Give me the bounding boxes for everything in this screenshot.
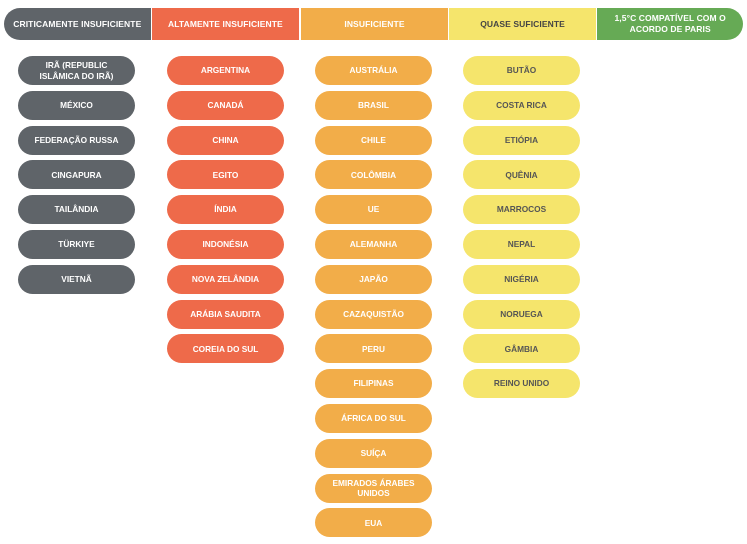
country-pill: EMIRADOS ÁRABES UNIDOS	[315, 473, 432, 503]
country-pill: MÉXICO	[18, 90, 135, 120]
rating-board: CRITICAMENTE INSUFICIENTE ALTAMENTE INSU…	[4, 8, 743, 538]
country-pill: QUÊNIA	[463, 160, 580, 190]
country-pill: BUTÃO	[463, 56, 580, 85]
country-pill: UE	[315, 195, 432, 225]
country-pill: FILIPINAS	[315, 369, 432, 399]
header-almost-sufficient: QUASE SUFICIENTE	[448, 8, 597, 40]
country-pill: AUSTRÁLIA	[315, 56, 432, 85]
column-almost-sufficient: BUTÃO COSTA RICA ETIÓPIA QUÊNIA MARROCOS…	[463, 56, 580, 404]
country-pill: NOVA ZELÂNDIA	[167, 264, 284, 294]
country-pill: ARÁBIA SAUDITA	[167, 299, 284, 329]
country-pill: JAPÃO	[315, 264, 432, 294]
country-pill: CHILE	[315, 125, 432, 155]
country-pill: FEDERAÇÃO RUSSA	[18, 125, 135, 155]
country-pill: ARGENTINA	[167, 56, 284, 85]
country-pill: REINO UNIDO	[463, 369, 580, 399]
header-highly-insufficient: ALTAMENTE INSUFICIENTE	[151, 8, 300, 40]
country-pill: EGITO	[167, 160, 284, 190]
country-pill: IRÃ (REPUBLIC ISLÂMICA DO IRÃ)	[18, 56, 135, 85]
country-pill: COREIA DO SUL	[167, 334, 284, 364]
country-pill: COSTA RICA	[463, 90, 580, 120]
country-pill: ALEMANHA	[315, 229, 432, 259]
country-pill: MARROCOS	[463, 195, 580, 225]
country-pill: GÂMBIA	[463, 334, 580, 364]
country-pill: INDONÉSIA	[167, 229, 284, 259]
column-highly-insufficient: ARGENTINA CANADÁ CHINA EGITO ÍNDIA INDON…	[167, 56, 284, 369]
country-pill: COLÔMBIA	[315, 160, 432, 190]
country-pill: TÜRKIYE	[18, 229, 135, 259]
column-critically-insufficient: IRÃ (REPUBLIC ISLÂMICA DO IRÃ) MÉXICO FE…	[18, 56, 135, 300]
country-pill: NEPAL	[463, 229, 580, 259]
country-pill: ÍNDIA	[167, 195, 284, 225]
header-paris-compatible: 1,5°C COMPATÍVEL COM O ACORDO DE PARIS	[597, 8, 743, 40]
country-pill: PERU	[315, 334, 432, 364]
column-insufficient: AUSTRÁLIA BRASIL CHILE COLÔMBIA UE ALEMA…	[315, 56, 432, 543]
country-pill: CHINA	[167, 125, 284, 155]
country-pill: CAZAQUISTÃO	[315, 299, 432, 329]
header-insufficient: INSUFICIENTE	[301, 8, 448, 40]
country-pill: ÁFRICA DO SUL	[315, 403, 432, 433]
country-pill: CANADÁ	[167, 90, 284, 120]
country-pill: ETIÓPIA	[463, 125, 580, 155]
country-pill: NORUEGA	[463, 299, 580, 329]
country-pill: EUA	[315, 508, 432, 538]
country-pill: CINGAPURA	[18, 160, 135, 190]
category-header-row: CRITICAMENTE INSUFICIENTE ALTAMENTE INSU…	[4, 8, 743, 40]
country-pill: VIETNÃ	[18, 264, 135, 294]
header-critically-insufficient: CRITICAMENTE INSUFICIENTE	[4, 8, 151, 40]
country-pill: TAILÂNDIA	[18, 195, 135, 225]
country-pill: SUÍÇA	[315, 438, 432, 468]
country-pill: BRASIL	[315, 90, 432, 120]
country-pill: NIGÉRIA	[463, 264, 580, 294]
